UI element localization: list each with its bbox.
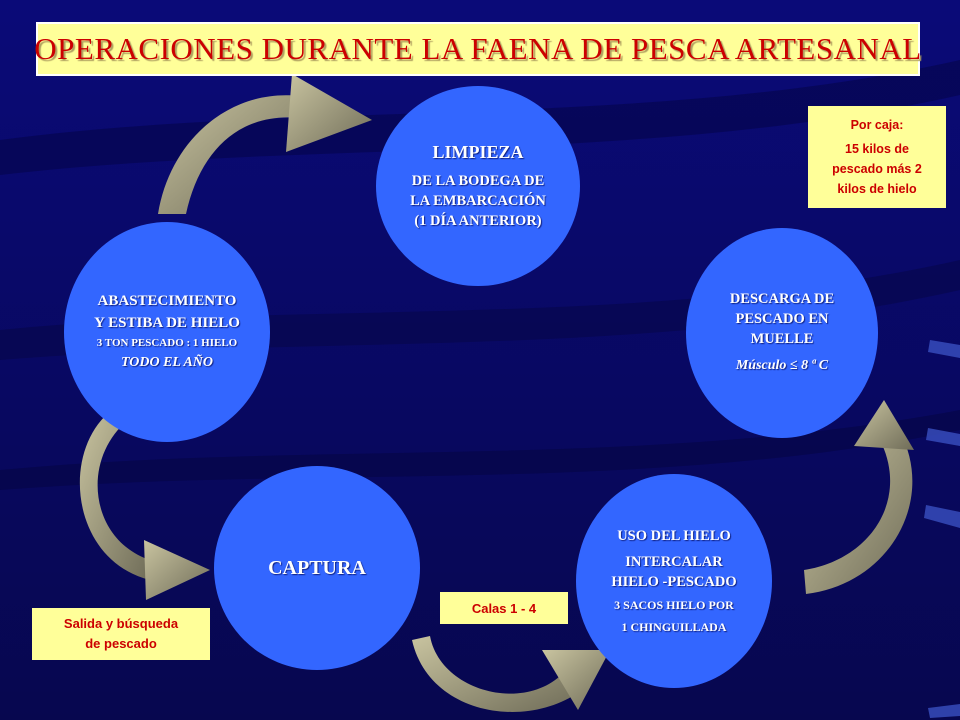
step-descarga-line: PESCADO EN	[735, 311, 829, 327]
note-por-caja: Por caja: 15 kilos de pescado más 2 kilo…	[808, 106, 946, 208]
step-uso-head: USO DEL HIELO	[617, 528, 731, 544]
step-limpieza-line: LA EMBARCACIÓN	[410, 192, 546, 209]
note-salida: Salida y búsqueda de pescado	[32, 608, 210, 660]
step-limpieza-line: DE LA BODEGA DE	[411, 172, 545, 189]
note-salida-line: de pescado	[85, 636, 157, 651]
step-abastecimiento-ratio: 3 TON PESCADO : 1 HIELO	[96, 337, 238, 349]
step-captura-head: CAPTURA	[268, 556, 366, 579]
note-calas-text: Calas 1 - 4	[471, 600, 537, 616]
curved-arrow-icon	[158, 74, 372, 214]
step-uso-small: 1 CHINGUILLADA	[621, 620, 727, 634]
note-por-caja-line: pescado más 2	[832, 162, 922, 176]
note-por-caja-line: kilos de hielo	[837, 182, 917, 196]
note-por-caja-label: Por caja:	[850, 118, 904, 132]
page-title: OPERACIONES DURANTE LA FAENA DE PESCA AR…	[34, 31, 922, 66]
note-por-caja-line: 15 kilos de	[845, 142, 909, 156]
step-descarga-line: MUELLE	[750, 331, 814, 347]
note-salida-line: Salida y búsqueda	[63, 616, 179, 631]
step-abastecimiento-period: TODO EL AÑO	[120, 355, 214, 370]
curved-arrow-icon	[804, 400, 914, 594]
step-abastecimiento-line: ABASTECIMIENTO	[97, 293, 237, 309]
step-uso-line: HIELO -PESCADO	[611, 574, 737, 590]
step-abastecimiento: ABASTECIMIENTO Y ESTIBA DE HIELO 3 TON P…	[64, 222, 270, 442]
curved-arrow-icon	[79, 410, 210, 600]
step-limpieza-head: LIMPIEZA	[432, 141, 524, 162]
step-captura: CAPTURA	[214, 466, 420, 670]
step-limpieza-line: (1 DÍA ANTERIOR)	[414, 212, 542, 229]
note-calas: Calas 1 - 4	[440, 592, 568, 624]
step-descarga-line: DESCARGA DE	[729, 291, 835, 307]
step-abastecimiento-line: Y ESTIBA DE HIELO	[94, 315, 240, 331]
step-descarga-temp: Músculo ≤ 8 ª C	[735, 358, 829, 373]
step-uso-small: 3 SACOS HIELO POR	[614, 598, 734, 612]
step-descarga: DESCARGA DE PESCADO EN MUELLE Músculo ≤ …	[686, 228, 878, 438]
curved-arrow-icon	[412, 636, 610, 712]
step-limpieza: LIMPIEZA DE LA BODEGA DE LA EMBARCACIÓN …	[376, 86, 580, 286]
step-uso-line: INTERCALAR	[625, 554, 723, 570]
title-banner: OPERACIONES DURANTE LA FAENA DE PESCA AR…	[34, 22, 922, 76]
step-uso: USO DEL HIELO INTERCALAR HIELO -PESCADO …	[576, 474, 772, 688]
